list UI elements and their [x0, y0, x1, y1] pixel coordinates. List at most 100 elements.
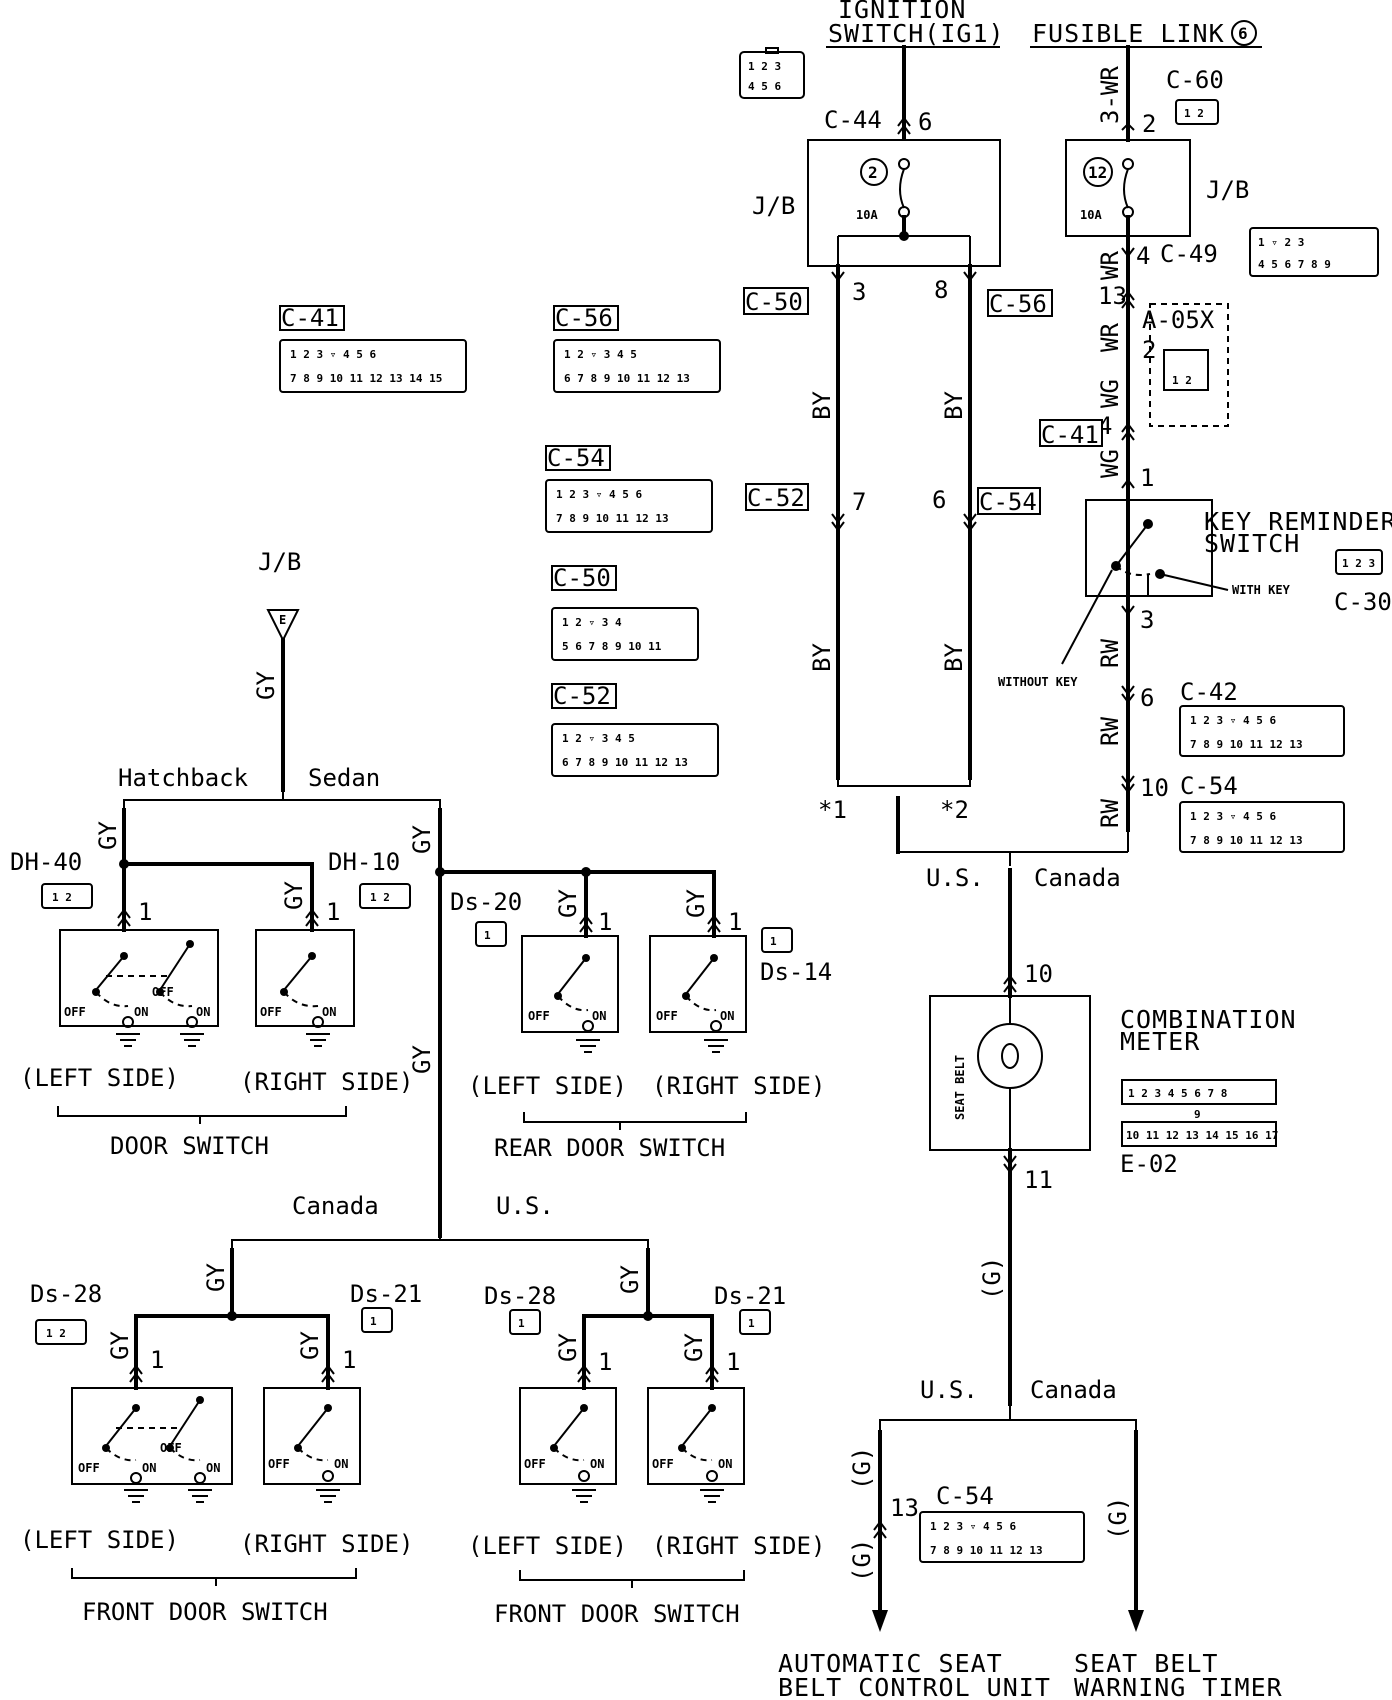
wire-rw-1: RW	[1096, 639, 1124, 668]
wire-gy-hatch-right: GY	[280, 881, 308, 910]
c54-label-right: C-54	[1180, 772, 1238, 800]
meter-pin11: 11	[1024, 1166, 1053, 1194]
wire-gy-ufr: GY	[680, 1333, 708, 1362]
svg-text:4 5 6: 4 5 6	[748, 80, 781, 93]
svg-text:1 2: 1 2	[1172, 374, 1192, 387]
fusible-num-circle	[1231, 20, 1257, 46]
ignition-label-2: SWITCH(IG1)	[828, 19, 1005, 48]
ufr-pin1: 1	[726, 1348, 740, 1376]
ground-icon	[700, 1489, 724, 1503]
ds14-label: Ds-14	[760, 958, 832, 986]
cfl-pin1: 1	[150, 1346, 164, 1374]
seat-belt-lamp	[977, 1023, 1043, 1089]
svg-text:7 8 9 10 11 12 13: 7 8 9 10 11 12 13	[556, 512, 669, 525]
svg-text:C-54: C-54	[979, 488, 1037, 516]
c42-arrow	[1121, 685, 1135, 704]
c44-label: C-44	[824, 106, 882, 134]
rrs-dash	[685, 995, 717, 1012]
rear-left-side: (LEFT SIDE)	[468, 1072, 627, 1100]
ds21-label-us: Ds-21	[714, 1282, 786, 1310]
c49-label: C-49	[1160, 240, 1218, 268]
c42-label: C-42	[1180, 678, 1238, 706]
svg-text:1: 1	[518, 1317, 525, 1330]
a05x-pin13: 13	[1098, 282, 1127, 310]
dh40-label: DH-40	[10, 848, 82, 876]
key-reminder-label-2: SWITCH	[1204, 529, 1300, 558]
timer-label-2: WARNING TIMER	[1074, 1673, 1283, 1700]
rls-b	[557, 957, 587, 995]
hls-gc2	[186, 1016, 198, 1028]
svg-text:1 ▿ 2 3: 1 ▿ 2 3	[1258, 236, 1304, 249]
cfr-arrow	[321, 1364, 335, 1383]
wire-gy-canada: GY	[202, 1263, 230, 1292]
c60-label: C-60	[1166, 66, 1224, 94]
canada-label-upper: Canada	[1034, 864, 1121, 892]
seat-belt-text: SEAT BELT	[953, 1055, 967, 1120]
c50-pin3: 3	[852, 278, 866, 306]
svg-text:10 11 12 13 14 15 16 17: 10 11 12 13 14 15 16 17	[1126, 1129, 1278, 1142]
rear-right-arrow	[707, 914, 721, 933]
ground-icon	[180, 1033, 204, 1047]
cfl-off2: OFF	[160, 1441, 182, 1455]
ground-tag: E	[279, 613, 286, 627]
c50-arrow	[831, 271, 845, 282]
c54-arrow-lower	[873, 1520, 887, 1539]
wire-gy-ufl: GY	[554, 1333, 582, 1362]
wire-g-1: (G)	[978, 1257, 1006, 1300]
combination-label-1: COMBINATION	[1120, 1005, 1297, 1034]
svg-text:1: 1	[770, 935, 777, 948]
star1: *1	[818, 796, 847, 824]
svg-text:7 8 9 10 11 12 13 14 15: 7 8 9 10 11 12 13 14 15	[290, 372, 442, 385]
cfl-gc2	[194, 1472, 206, 1484]
svg-text:7 8 9 10 11 12 13: 7 8 9 10 11 12 13	[1190, 738, 1303, 751]
canada-label-lower: Canada	[1030, 1376, 1117, 1404]
uf-right-side: (RIGHT SIDE)	[652, 1532, 825, 1560]
ground-tag-triangle	[266, 609, 300, 643]
wire-wg-2: WG	[1096, 449, 1124, 478]
fuse-b-top	[1122, 158, 1134, 170]
cf-brace	[71, 1568, 357, 1586]
c50-face: C-50 1 2 ▿ 3 4 5 6 7 8 9 10 11	[551, 564, 699, 661]
ground-icon	[188, 1489, 212, 1503]
ufl-on: ON	[590, 1457, 604, 1471]
fuse-b-link	[1123, 168, 1129, 209]
ufr-gc	[706, 1470, 718, 1482]
hatch-left-switch	[59, 929, 219, 1027]
c54-pin10: 10	[1140, 774, 1169, 802]
wire-by-2b: BY	[940, 643, 968, 672]
ufl-gc	[578, 1470, 590, 1482]
a05x-label: A-05X	[1142, 306, 1215, 334]
ground-icon	[316, 1489, 340, 1503]
c54-arrow-right	[1121, 775, 1135, 794]
wire-wr-1: WR	[1096, 251, 1124, 280]
ds20-face: 1	[475, 921, 507, 947]
meter-pin10: 10	[1024, 960, 1053, 988]
ground-icon	[704, 1039, 728, 1053]
wire-gy-hatch: GY	[94, 821, 122, 850]
svg-text:1 2 3: 1 2 3	[748, 60, 781, 73]
svg-text:1 2 ▿ 3 4 5: 1 2 ▿ 3 4 5	[564, 348, 637, 361]
c54-label-lower: C-54	[936, 1482, 994, 1510]
ground-icon	[306, 1033, 330, 1047]
wire-by-1a: BY	[808, 391, 836, 420]
timer-arrowhead	[1128, 1610, 1144, 1632]
c44-arrow	[897, 116, 911, 135]
svg-text:6 7 8 9 10 11 12 13: 6 7 8 9 10 11 12 13	[562, 756, 688, 769]
lower-brace	[879, 1404, 1137, 1432]
fusible-num: 6	[1238, 24, 1248, 43]
c50-ref: C-50	[743, 287, 809, 316]
dh40-face: 1 2	[41, 883, 93, 909]
cfr-b	[297, 1407, 329, 1447]
ground-icon	[116, 1033, 140, 1047]
us-label-front: U.S.	[496, 1192, 554, 1220]
keysw-dash	[1115, 565, 1151, 576]
ufl-pin1: 1	[598, 1348, 612, 1376]
cfl-b2	[169, 1399, 201, 1447]
c52-ref: C-52	[745, 483, 809, 512]
cfr-dash	[297, 1447, 329, 1462]
svg-text:1 2 3 ▿ 4 5 6: 1 2 3 ▿ 4 5 6	[1190, 810, 1276, 823]
hatch-right-arrow	[305, 908, 319, 927]
cfr-gc	[322, 1470, 334, 1482]
hls-off2: OFF	[152, 985, 174, 999]
cfl-dash1	[105, 1447, 137, 1462]
